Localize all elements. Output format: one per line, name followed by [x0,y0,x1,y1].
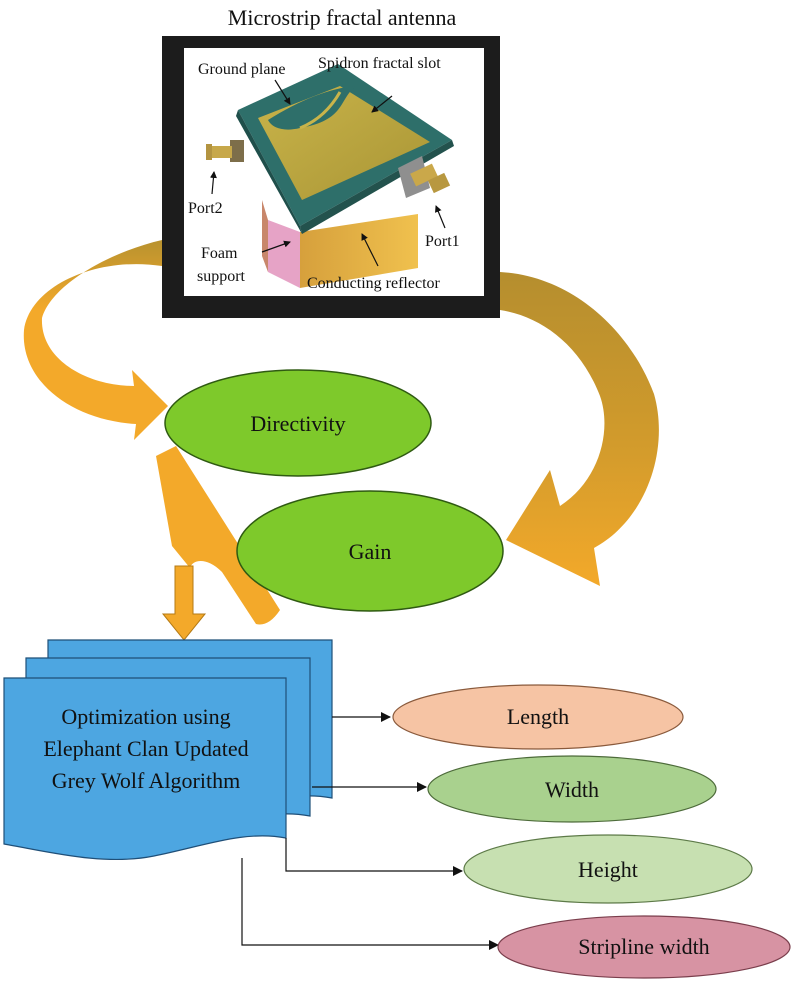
merge-bar [156,446,280,625]
optimizer-line3: Grey Wolf Algorithm [52,768,240,793]
port2-connector [206,140,244,162]
label-reflector: Conducting reflector [307,275,441,292]
antenna-photo: Ground plane Spidron fractal slot Port2 … [162,36,500,318]
optimizer-line2: Elephant Clan Updated [43,736,248,761]
height-label: Height [578,857,638,882]
down-arrow [161,565,207,641]
length-node [392,684,684,750]
label-spidron-slot: Spidron fractal slot [318,55,441,72]
gain-label: Gain [349,539,392,564]
height-node [463,834,753,904]
label-port1: Port1 [425,233,460,250]
callout-spidron-slot [371,95,393,113]
directivity-node [164,369,432,477]
callout-foam [261,240,291,253]
right-curved-arrow [500,272,659,586]
callout-reflector [361,233,379,267]
label-port2: Port2 [188,200,223,217]
directivity-label: Directivity [250,411,345,436]
port1-connector [398,156,451,198]
stripline-label: Stripline width [578,934,709,959]
length-label: Length [507,704,569,729]
callout-port2 [209,171,217,195]
connector-height [285,838,463,876]
gain-node [236,490,504,612]
width-node [427,755,717,823]
diagram-title: Microstrip fractal antenna [228,5,457,30]
connector-stripline [241,858,499,950]
optimizer-documents [3,639,333,861]
label-ground-plane: Ground plane [198,61,286,78]
label-foam-line1: Foam [201,245,238,262]
stripline-node [497,915,791,979]
left-curved-arrow [23,240,168,440]
width-label: Width [545,777,599,802]
callout-port1 [435,205,446,229]
label-foam-line2: support [197,268,246,285]
optimizer-line1: Optimization using [61,704,230,729]
callout-ground-plane [274,79,291,105]
